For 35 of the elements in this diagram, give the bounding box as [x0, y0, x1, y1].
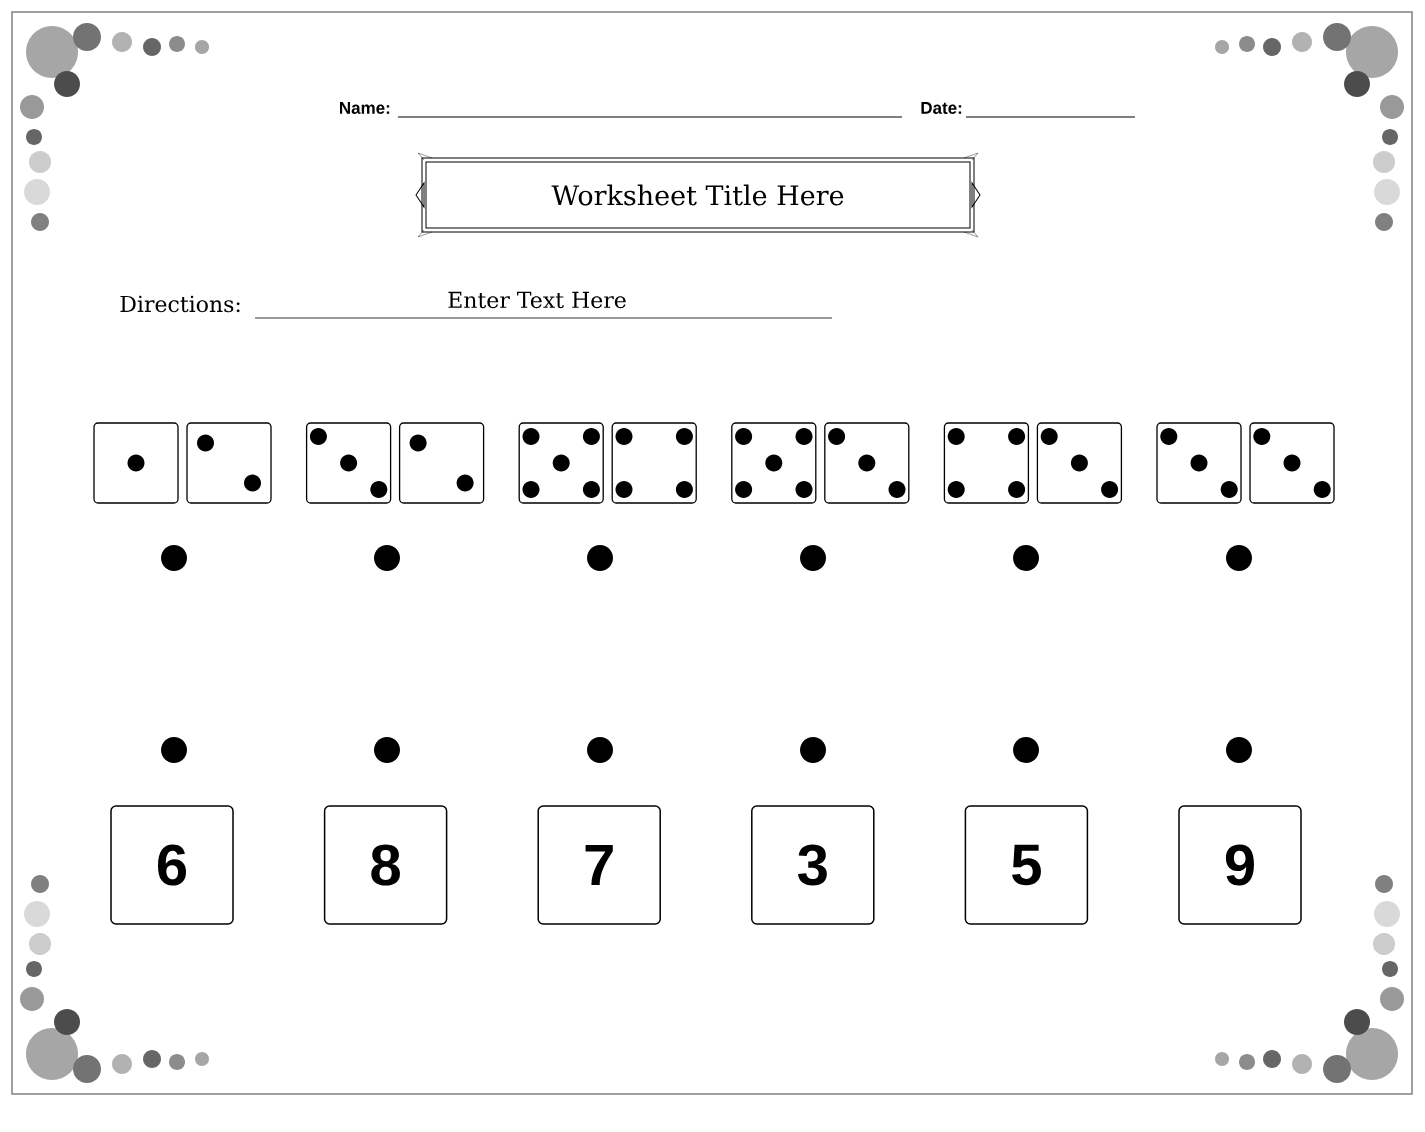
label-text: Date: [921, 102, 962, 114]
matching-dot [374, 545, 400, 571]
matching-dot [161, 545, 187, 571]
number-box: 5 [964, 805, 1089, 925]
die-face [1249, 422, 1335, 504]
die-face [1156, 422, 1242, 504]
matching-dot [800, 545, 826, 571]
number-box: 8 [323, 805, 448, 925]
matching-dot [1013, 737, 1039, 763]
number-box: 7 [537, 805, 661, 925]
matching-dot [1226, 545, 1252, 571]
die-face [518, 422, 604, 504]
title-banner: Worksheet Title Here [415, 152, 981, 238]
die-face [186, 422, 272, 504]
matching-dot [1226, 737, 1252, 763]
number-box: 3 [751, 805, 875, 925]
matching-dot [1013, 545, 1039, 571]
die-face [824, 422, 910, 504]
matching-dot [587, 545, 613, 571]
die-face [1036, 422, 1123, 504]
die-face [305, 422, 392, 504]
label-text: Name: [340, 102, 390, 114]
die-face [731, 422, 817, 504]
die-face [611, 422, 697, 504]
matching-dot [800, 737, 826, 763]
label-text: Directions: [120, 295, 240, 313]
number-box: 6 [110, 805, 234, 925]
number-box: 9 [1178, 805, 1302, 925]
matching-dot [374, 737, 400, 763]
label-text: Enter Text Here [448, 291, 626, 309]
die-face [943, 422, 1030, 504]
die-face [398, 422, 485, 504]
die-face [93, 422, 179, 504]
matching-dot [587, 737, 613, 763]
matching-dot [161, 737, 187, 763]
